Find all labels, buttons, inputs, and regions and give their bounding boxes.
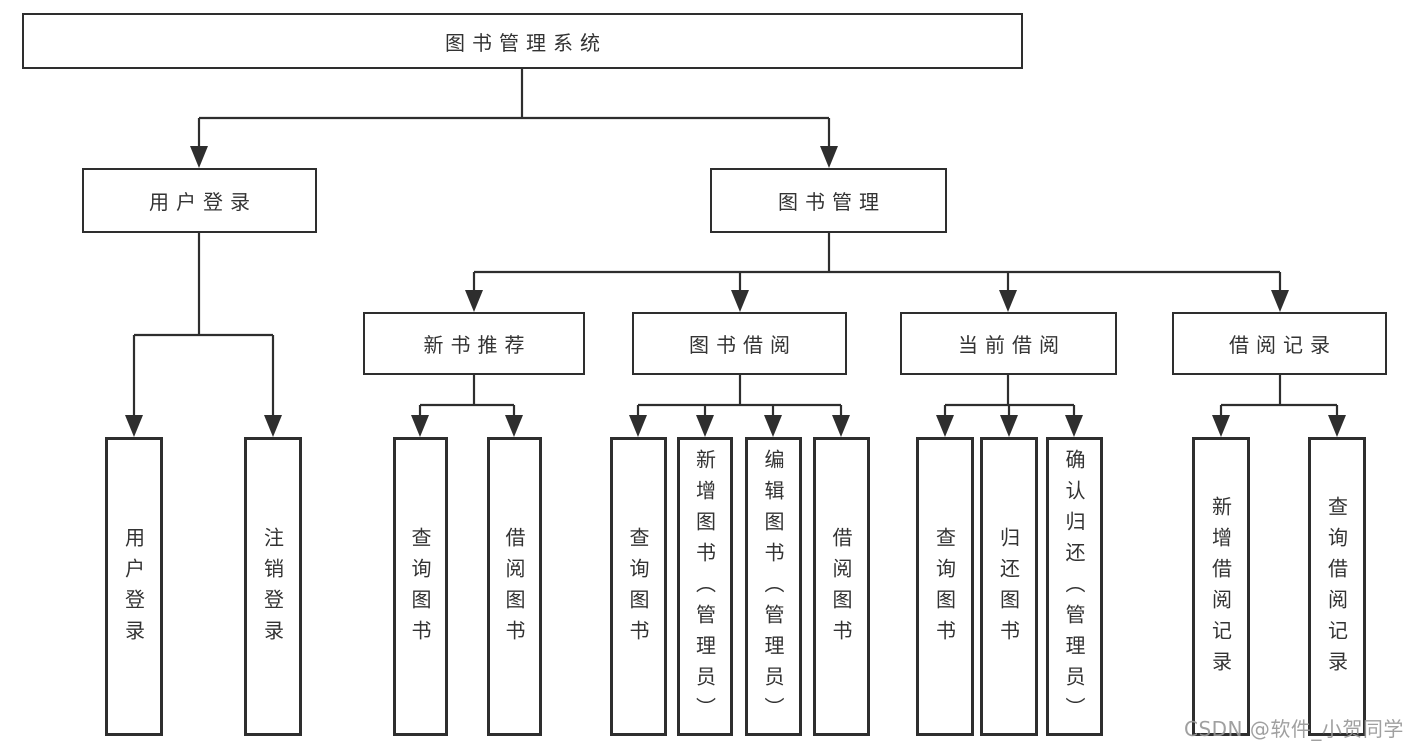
arrowhead <box>731 290 749 312</box>
leaf-query-borrow-record: 查询借阅记录 <box>1308 437 1366 736</box>
csdn-watermark: CSDN @软件_小贺同学 <box>1184 717 1404 741</box>
leaf-logout: 注销登录 <box>244 437 302 736</box>
connector-bookborrow-to-leaves <box>636 375 843 418</box>
arrowhead <box>936 415 954 437</box>
node-book-borrow: 图书借阅 <box>632 312 847 375</box>
leaf-confirm-return-admin: 确认归还（管理员） <box>1046 437 1103 736</box>
node-book-management: 图书管理 <box>710 168 947 233</box>
connector-bookmgmt-to-level3 <box>472 233 1282 293</box>
leaf-borrow-books: 借阅图书 <box>813 437 870 736</box>
connector-userlogin-to-leaves <box>132 233 275 418</box>
leaf-add-borrow-record: 新增借阅记录 <box>1192 437 1250 736</box>
arrowhead <box>820 146 838 168</box>
arrowhead <box>264 415 282 437</box>
connector-borrowrecords-to-leaves <box>1219 375 1339 418</box>
arrowhead <box>1212 415 1230 437</box>
leaf-borrow-query-books: 查询图书 <box>610 437 667 736</box>
arrowhead <box>696 415 714 437</box>
arrowhead <box>1000 415 1018 437</box>
node-user-login: 用户登录 <box>82 168 317 233</box>
arrowhead <box>505 415 523 437</box>
arrowhead <box>999 290 1017 312</box>
arrowhead <box>465 290 483 312</box>
connector-newbookrec-to-leaves <box>418 375 516 418</box>
node-current-borrow: 当前借阅 <box>900 312 1117 375</box>
leaf-user-login: 用户登录 <box>105 437 163 736</box>
leaf-newrec-query-books: 查询图书 <box>393 437 448 736</box>
node-borrow-records: 借阅记录 <box>1172 312 1387 375</box>
arrowhead <box>1328 415 1346 437</box>
node-root-system: 图书管理系统 <box>22 13 1023 69</box>
connector-root-to-level2 <box>197 69 831 150</box>
leaf-edit-books-admin: 编辑图书（管理员） <box>745 437 802 736</box>
leaf-newrec-borrow-books: 借阅图书 <box>487 437 542 736</box>
arrowhead <box>629 415 647 437</box>
arrowhead <box>190 146 208 168</box>
arrowhead <box>125 415 143 437</box>
arrowhead <box>1271 290 1289 312</box>
connector-line-group <box>132 69 1339 418</box>
connector-currentborrow-to-leaves <box>943 375 1076 418</box>
arrowhead <box>1065 415 1083 437</box>
leaf-current-query-books: 查询图书 <box>916 437 974 736</box>
leaf-add-books-admin: 新增图书（管理员） <box>677 437 733 736</box>
arrowhead <box>411 415 429 437</box>
arrowhead <box>764 415 782 437</box>
arrowhead <box>832 415 850 437</box>
arrowhead-group <box>125 146 1346 437</box>
leaf-return-books: 归还图书 <box>980 437 1038 736</box>
node-new-book-recommend: 新书推荐 <box>363 312 585 375</box>
